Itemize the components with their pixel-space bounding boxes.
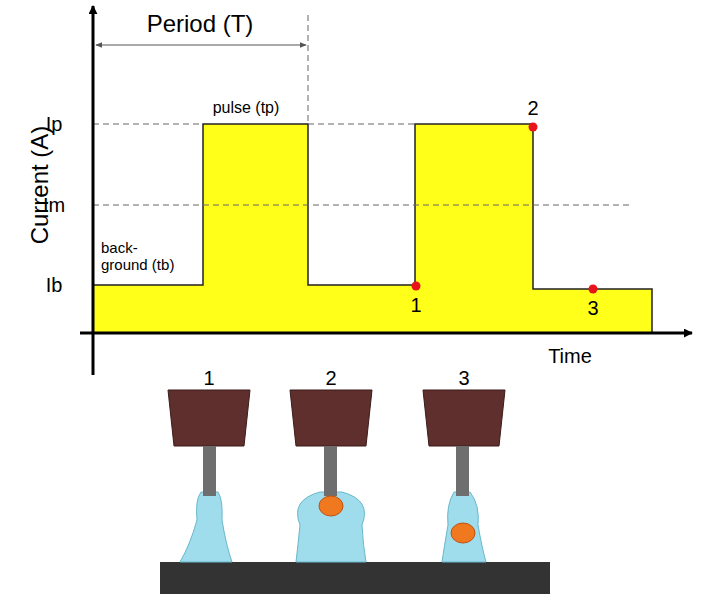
- time-axis: [80, 332, 692, 335]
- current-waveform: [93, 124, 652, 333]
- callout-number: 1: [410, 294, 421, 316]
- level-label: Im: [43, 194, 65, 216]
- background-label: back- ground (tb): [101, 240, 183, 273]
- period-arrow: [96, 45, 306, 46]
- reference-lines: [93, 15, 630, 205]
- callout-number: 2: [527, 97, 538, 119]
- workpiece-plate: [160, 562, 550, 594]
- callout-number: 1: [203, 367, 214, 389]
- torch-state-1: [168, 390, 250, 562]
- callout-number: 3: [587, 297, 598, 319]
- axis-title: Time: [548, 345, 592, 367]
- level-label: Ib: [46, 274, 63, 296]
- torch-state-2: [290, 390, 372, 562]
- level-label: Ip: [46, 113, 63, 135]
- pulse-label: pulse (tp): [213, 99, 280, 117]
- callout-number: 3: [458, 367, 469, 389]
- callout-number: 2: [325, 367, 336, 389]
- period-label: Period (T): [147, 11, 254, 37]
- torch-state-3: [423, 390, 505, 562]
- state-points: [412, 123, 598, 294]
- axis-title: Current (A): [27, 126, 53, 245]
- current-axis: [92, 6, 95, 375]
